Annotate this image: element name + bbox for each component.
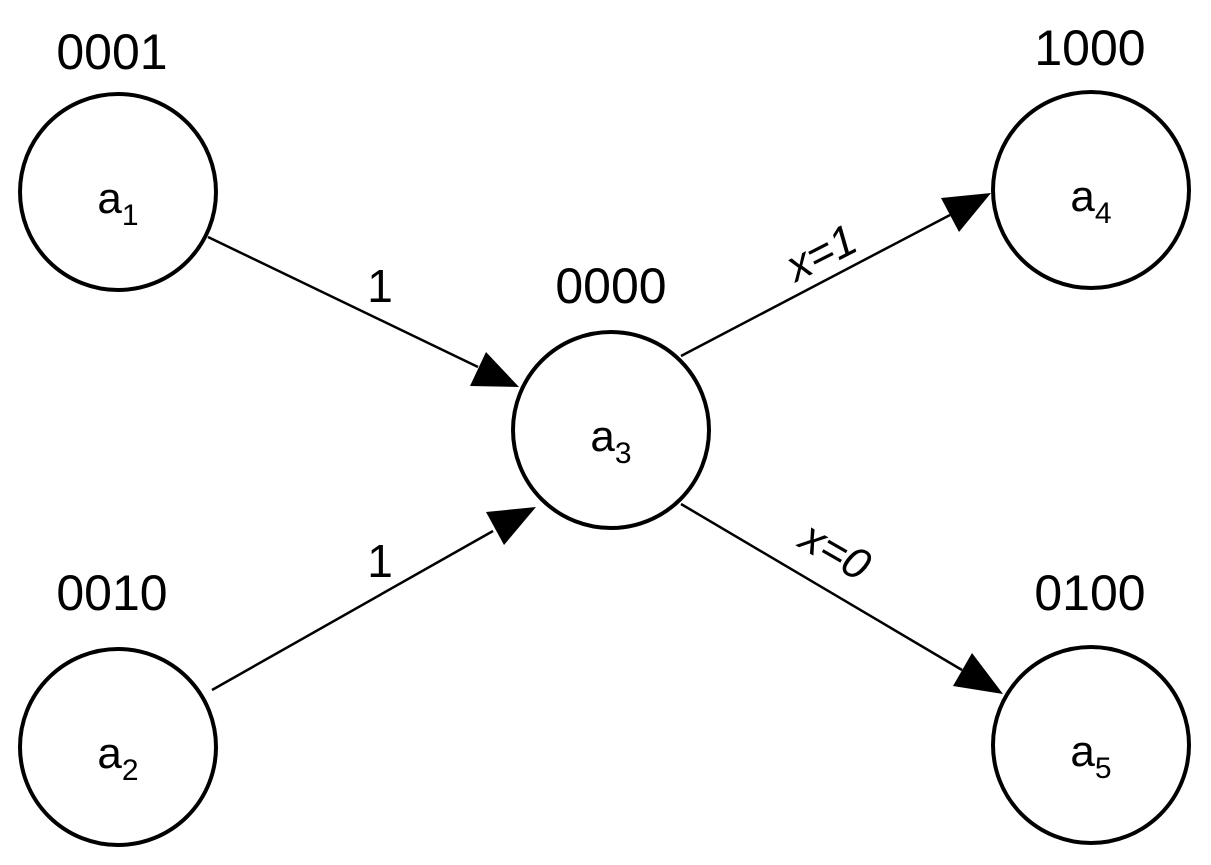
node-circle bbox=[18, 92, 218, 292]
node-circle bbox=[991, 645, 1191, 845]
node-name-label: a3 bbox=[590, 412, 631, 470]
edge-label-a1-a3: 1 bbox=[367, 260, 393, 312]
node-name-label: a2 bbox=[97, 729, 138, 787]
edge-a3-a5 bbox=[680, 502, 1003, 694]
edge-line bbox=[207, 235, 479, 369]
node-name-label: a5 bbox=[1070, 727, 1111, 785]
node-code-label: 0010 bbox=[56, 565, 167, 621]
node-circle bbox=[511, 330, 711, 530]
edge-label-a3-a4: x=1 bbox=[776, 215, 864, 292]
edge-line bbox=[680, 502, 963, 672]
node-code-label: 0000 bbox=[555, 258, 666, 314]
node-circle bbox=[991, 90, 1191, 290]
edge-line bbox=[680, 213, 951, 358]
edge-label-a3-a5: x=0 bbox=[790, 511, 879, 591]
node-name-label: a4 bbox=[1070, 172, 1111, 230]
edge-a1-a3 bbox=[207, 235, 519, 387]
node-code-label: 0100 bbox=[1034, 565, 1145, 621]
edge-line bbox=[211, 529, 494, 692]
node-a3: 0000 a3 bbox=[511, 258, 711, 530]
edge-a2-a3 bbox=[211, 507, 536, 692]
edge-a3-a4 bbox=[680, 193, 991, 358]
arrow-head-icon bbox=[953, 653, 1003, 694]
arrow-head-icon bbox=[941, 193, 991, 232]
node-a4: 1000 a4 bbox=[991, 20, 1191, 290]
node-a2: 0010 a2 bbox=[18, 565, 218, 847]
node-name-label: a1 bbox=[97, 174, 138, 232]
node-code-label: 0001 bbox=[56, 24, 167, 80]
node-a5: 0100 a5 bbox=[991, 565, 1191, 845]
node-a1: 0001 a1 bbox=[18, 24, 218, 292]
node-code-label: 1000 bbox=[1034, 20, 1145, 76]
edge-label-a2-a3: 1 bbox=[367, 535, 393, 587]
arrow-head-icon bbox=[486, 507, 536, 545]
node-circle bbox=[18, 647, 218, 847]
arrow-head-icon bbox=[470, 352, 519, 387]
